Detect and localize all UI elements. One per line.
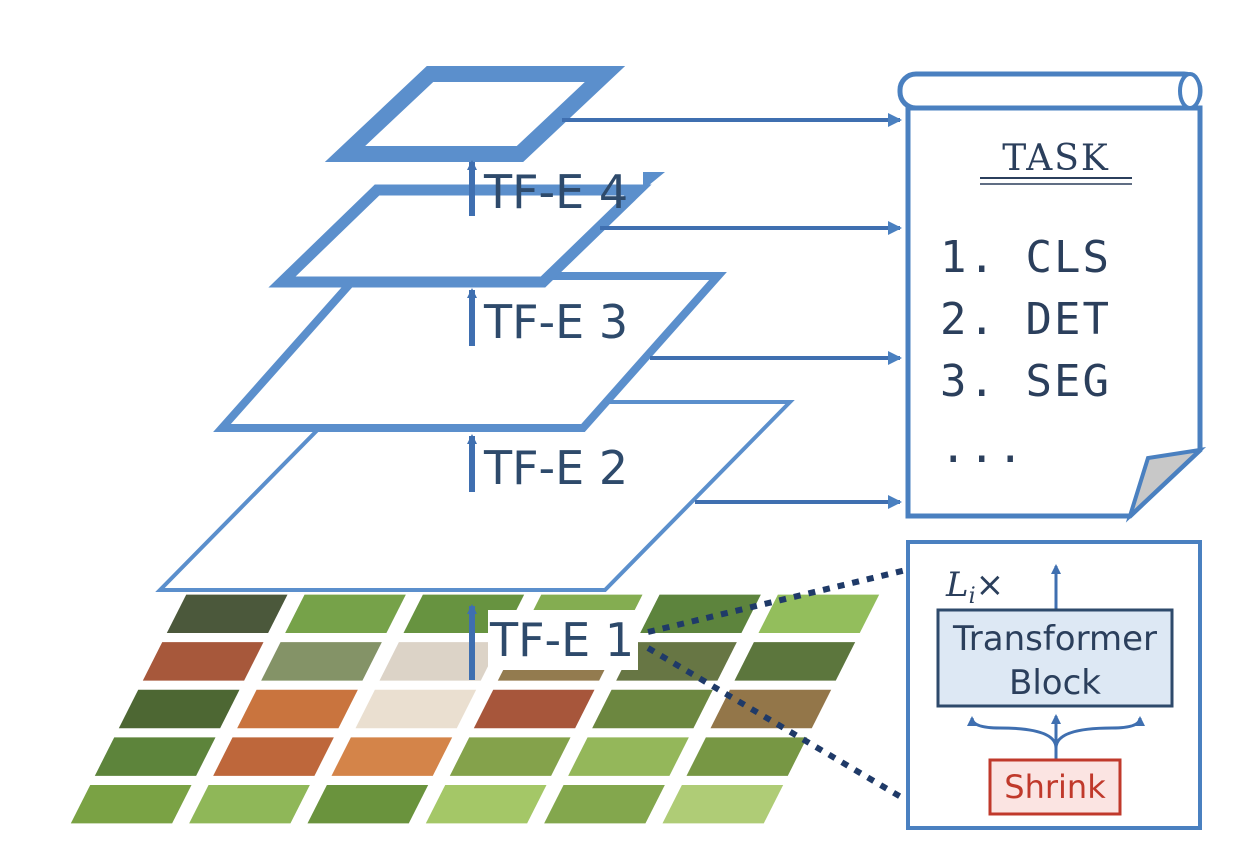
- image-patch: [473, 689, 595, 729]
- image-patch: [166, 594, 288, 634]
- task-title: TASK: [1002, 138, 1110, 179]
- paper-scroll-icon: [897, 71, 1207, 523]
- task-item-det: 2. DET: [940, 294, 1111, 345]
- image-patch: [425, 784, 547, 824]
- image-patch: [213, 737, 334, 776]
- image-patch: [568, 737, 689, 776]
- task-item-seg: 3. SEG: [940, 356, 1111, 407]
- image-patch: [189, 784, 310, 824]
- image-patch: [261, 642, 382, 681]
- transformer-block-line2: Block: [1009, 663, 1101, 703]
- image-patch: [285, 594, 406, 634]
- image-patch: [758, 594, 880, 634]
- branch-arrows: [967, 714, 1145, 760]
- feature-plane-4: [324, 66, 626, 162]
- stage-label-1: TF-E 1: [489, 613, 634, 667]
- feature-plane-4-ledge: [338, 150, 515, 162]
- image-patch: [449, 737, 571, 776]
- task-arrows: [562, 113, 902, 509]
- image-patch: [142, 642, 264, 681]
- image-patch: [237, 689, 358, 729]
- stage-label-bg-1: [488, 610, 638, 670]
- plane-corner-accent: [643, 172, 665, 190]
- stage-label-2: TF-E 2: [483, 441, 628, 495]
- feature-plane-1: [155, 400, 795, 592]
- repeat-label: Li×: [945, 565, 1004, 609]
- red-panda-image-patches: [70, 594, 880, 824]
- image-patch: [662, 784, 784, 824]
- image-patch: [70, 784, 192, 824]
- shrink-block: [988, 758, 1122, 816]
- image-patch: [734, 642, 856, 681]
- image-patch: [544, 784, 665, 824]
- image-patch: [379, 642, 501, 681]
- transformer-block: [936, 608, 1174, 708]
- stage-label-4: TF-E 4: [483, 165, 628, 219]
- image-patch: [592, 689, 713, 729]
- image-patch: [686, 737, 808, 776]
- image-patch: [331, 737, 453, 776]
- image-patch: [355, 689, 477, 729]
- task-item-more: ...: [940, 422, 1025, 473]
- feature-plane-3: [268, 184, 652, 288]
- zoom-lines: [646, 567, 908, 803]
- transformer-block-line1: Transformer: [952, 619, 1157, 659]
- shrink-label: Shrink: [1004, 768, 1106, 806]
- stage-label-3: TF-E 3: [483, 295, 628, 349]
- image-patch: [94, 737, 216, 776]
- feature-planes: [155, 66, 795, 592]
- image-patch: [118, 689, 240, 729]
- image-patch: [640, 594, 761, 634]
- feature-plane-2: [213, 272, 727, 432]
- task-item-cls: 1. CLS: [940, 232, 1111, 283]
- image-patch: [307, 784, 429, 824]
